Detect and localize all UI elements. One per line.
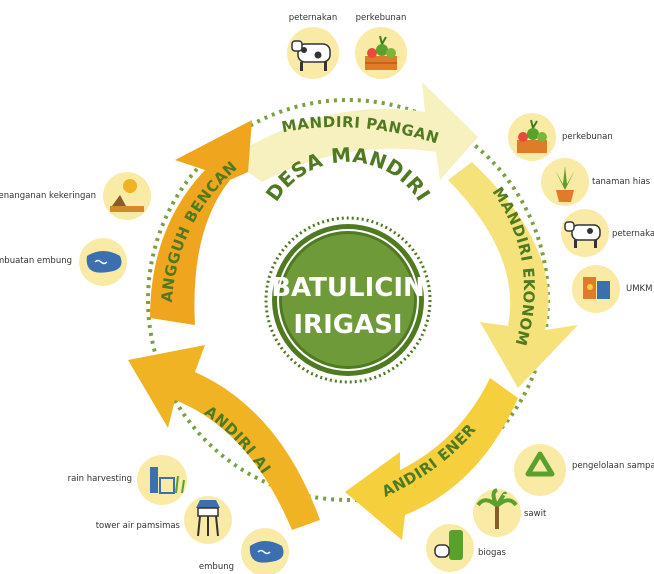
label-air-rain: rain harvesting — [68, 474, 132, 484]
label-ekonomi-peternakan: peternakan — [612, 229, 654, 239]
label-energi-pengelolaan: pengelolaan sampah — [572, 461, 654, 471]
label-energi-sawit: sawit — [524, 509, 547, 519]
arrow-tangguh-bencana: TANGGUH BENCANA — [0, 0, 252, 325]
label-pangan-peternakan: peternakan — [289, 13, 338, 23]
recycle-icon — [525, 451, 555, 477]
rain-harvesting-icon — [150, 467, 185, 494]
label-air-tower: tower air pamsimas — [96, 521, 181, 531]
icon-group-air: rain harvesting tower air pamsimas embun… — [68, 455, 289, 574]
label-ekonomi-tanaman-hias: tanaman hias — [592, 177, 651, 187]
label-energi-biogas: biogas — [478, 548, 507, 558]
drought-icon — [110, 179, 144, 212]
product-package-icon — [583, 277, 610, 299]
icon-group-pangan: peternakan perkebunan — [287, 13, 407, 79]
label-air-embung: embung — [199, 562, 234, 572]
label-bencana-strategi: strategi penanganan kekeringan — [0, 191, 96, 201]
center-emblem: DESA MANDIRI BATULICIN IRIGASI — [261, 143, 435, 384]
cow-icon — [291, 40, 331, 71]
pond-icon-2 — [86, 251, 122, 273]
icon-group-bencana: strategi penanganan kekeringan pembuatan… — [0, 172, 151, 286]
center-line2: IRIGASI — [293, 310, 402, 340]
label-bencana-pembuatan: pembuatan embung — [0, 256, 72, 266]
pond-icon — [249, 541, 284, 563]
label-ekonomi-perkebunan: perkebunan — [562, 132, 613, 142]
vegetable-crate-icon — [365, 35, 397, 70]
icon-group-ekonomi: perkebunan tanaman hias peternakan UMKM — [508, 113, 654, 313]
palm-tree-icon — [476, 488, 518, 529]
cow-icon-2 — [564, 221, 601, 248]
plant-pot-icon — [555, 166, 575, 202]
biogas-tank-icon — [434, 530, 463, 560]
water-tower-icon — [196, 500, 220, 537]
label-pangan-perkebunan: perkebunan — [356, 13, 407, 23]
icon-group-energi: pengelolaan sampah sawit biogas — [426, 444, 654, 572]
vegetable-crate-icon-2 — [517, 119, 547, 153]
arrow-mandiri-pangan: MANDIRI PANGAN — [228, 82, 478, 182]
center-line1: BATULICIN — [271, 273, 425, 303]
label-ekonomi-umkm: UMKM — [626, 284, 652, 294]
